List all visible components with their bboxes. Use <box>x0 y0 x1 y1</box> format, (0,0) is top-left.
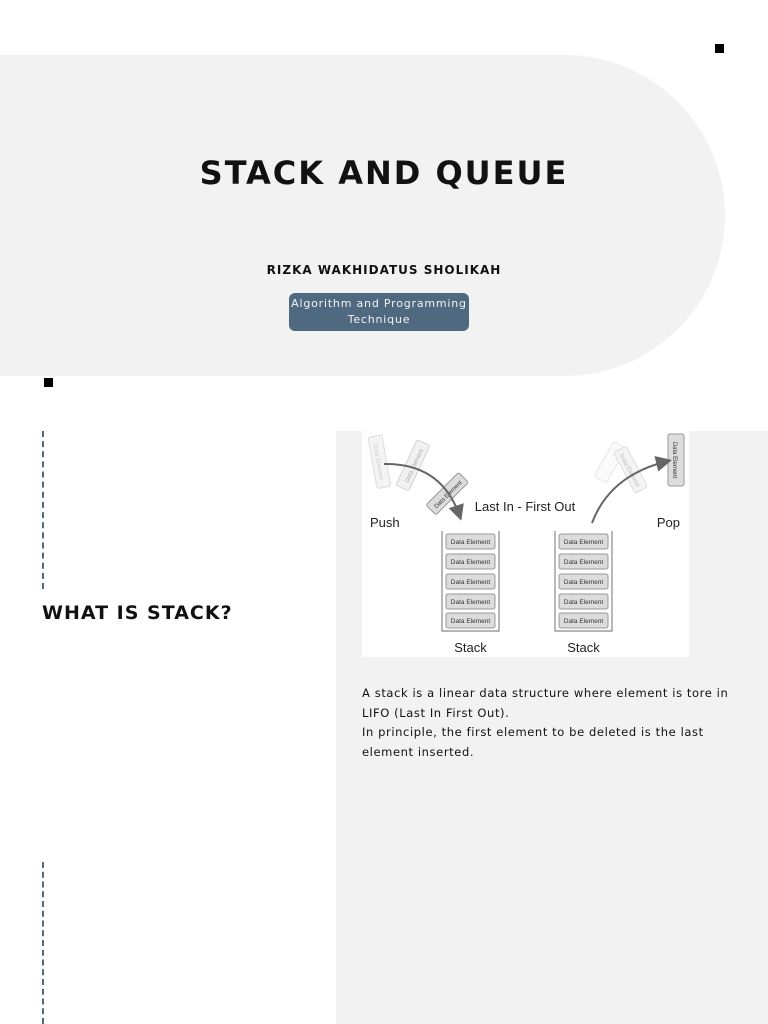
svg-text:Data Element: Data Element <box>451 539 491 546</box>
right-stack-element-2 <box>558 553 609 570</box>
pop-element: Data Element <box>667 433 685 487</box>
right-stack-element-3 <box>558 573 609 590</box>
stack-description: A stack is a linear data structure where… <box>362 684 732 762</box>
left-stack: Data Element Data Element Data Element D… <box>441 531 500 632</box>
course-badge: Algorithm and Programming Technique <box>289 293 469 331</box>
square-bullet-top-right <box>715 44 724 53</box>
push-element: Data Element <box>426 472 469 515</box>
left-stack-element-2 <box>445 553 496 570</box>
left-stack-element-4 <box>445 593 496 610</box>
left-stack-element-3 <box>445 573 496 590</box>
left-stack-element-5 <box>445 612 496 629</box>
push-label: Push <box>370 515 400 530</box>
lifo-caption: Last In - First Out <box>475 499 576 514</box>
left-stack-element-1 <box>445 533 496 550</box>
svg-text:Data Element: Data Element <box>564 559 604 566</box>
lifo-diagram: Data Element Data Element Data Element D… <box>362 431 689 657</box>
svg-text:Data Element: Data Element <box>451 559 491 566</box>
svg-text:Data Element: Data Element <box>451 618 491 625</box>
pop-label: Pop <box>657 515 680 530</box>
svg-text:Data Element: Data Element <box>671 442 677 479</box>
paragraph-1: A stack is a linear data structure where… <box>362 686 729 720</box>
right-stack: Data Element Data Element Data Element D… <box>554 531 613 632</box>
svg-text:Data Element: Data Element <box>564 618 604 625</box>
lifo-diagram-svg: Data Element Data Element Data Element D… <box>367 433 685 655</box>
svg-text:Data Element: Data Element <box>564 579 604 586</box>
push-element-faded-1: Data Element <box>367 434 392 489</box>
page-title: STACK AND QUEUE <box>199 154 569 192</box>
svg-text:Data Element: Data Element <box>564 539 604 546</box>
push-arrow <box>383 462 464 521</box>
right-stack-element-4 <box>558 593 609 610</box>
square-bullet-left <box>44 378 53 387</box>
pop-arrow <box>591 456 672 524</box>
section-heading: WHAT IS STACK? <box>42 602 233 624</box>
right-stack-element-1 <box>558 533 609 550</box>
paragraph-2: In principle, the first element to be de… <box>362 725 704 759</box>
right-stack-element-5 <box>558 612 609 629</box>
left-stack-label: Stack <box>454 640 487 655</box>
dashed-divider-lower <box>42 862 44 1024</box>
right-stack-label: Stack <box>567 640 600 655</box>
dashed-divider-upper <box>42 431 44 589</box>
svg-text:Data Element: Data Element <box>564 599 604 606</box>
author-name: RIZKA WAKHIDATUS SHOLIKAH <box>266 263 502 277</box>
svg-text:Data Element: Data Element <box>451 599 491 606</box>
svg-text:Data Element: Data Element <box>451 579 491 586</box>
